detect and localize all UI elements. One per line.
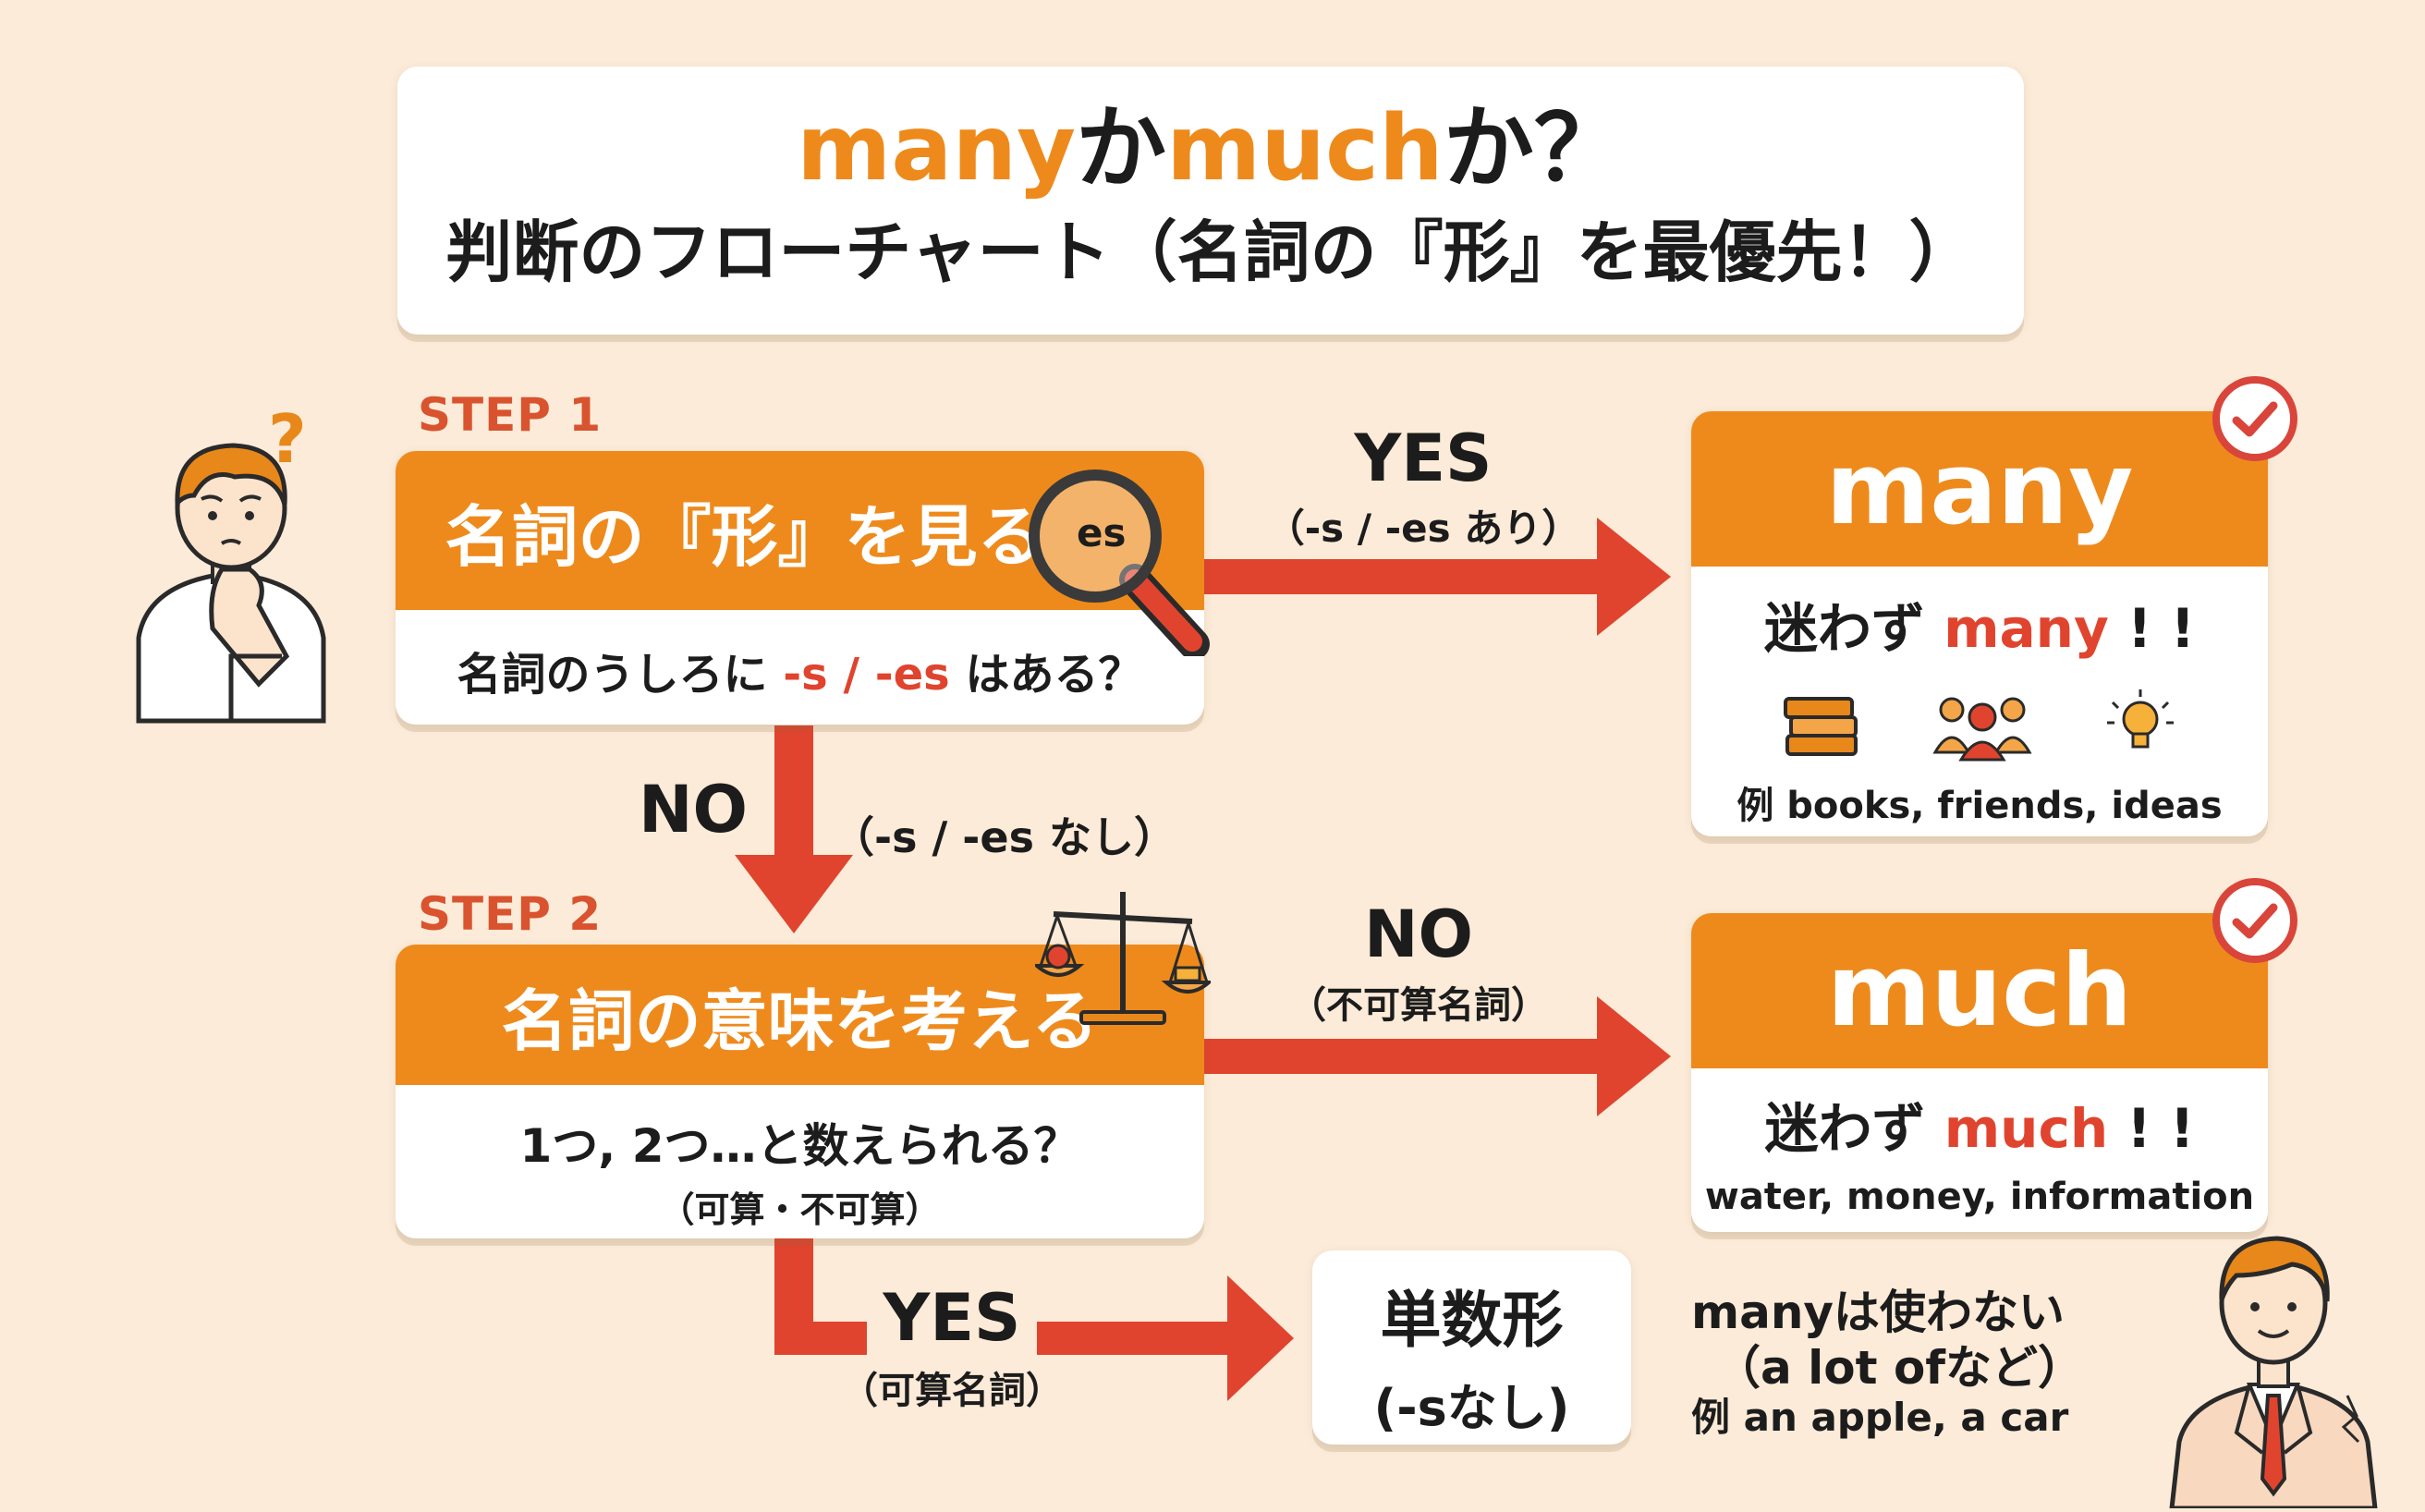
- result-much-pre: 迷わず: [1764, 1097, 1944, 1160]
- title-many: many: [797, 96, 1077, 201]
- note-line1: manyは使わない: [1691, 1286, 2066, 1339]
- result-many-post: ! !: [2108, 597, 2196, 660]
- yes-sub-1: （-s / -es あり）: [1265, 506, 1581, 551]
- result-many-line: 迷わず many ! !: [1691, 585, 2268, 663]
- title-line2: 判断のフローチャート（名詞の『形』を最優先！）: [445, 213, 1976, 291]
- step1-question-pre: 名詞のうしろに: [457, 649, 784, 701]
- people-icon: [1932, 697, 2032, 762]
- step1-label: STEP 1: [418, 388, 603, 442]
- title-line1: manyかmuchか？: [397, 99, 2024, 200]
- note-line3: 例 an apple, a car: [1691, 1395, 2069, 1440]
- step2-question: 1つ, 2つ…と数えられる？: [519, 1119, 1080, 1173]
- check-icon-much: [2211, 876, 2299, 965]
- result-many-pre: 迷わず: [1763, 597, 1944, 660]
- title-much: much: [1166, 96, 1444, 201]
- result-many-card: many 迷わず many ! ! 例 books, friends, i: [1691, 411, 2268, 836]
- title-card: manyかmuchか？ 判断のフローチャート（名詞の『形』を最優先！）: [397, 67, 2024, 335]
- yes-label-2: YES: [883, 1280, 1021, 1356]
- result-many-example: 例 books, friends, ideas: [1736, 785, 2223, 827]
- arrow-step1-to-step2: [735, 726, 853, 933]
- result-much-word-inline: much: [1944, 1097, 2109, 1160]
- step2-heading: 名詞の意味を考える: [501, 982, 1099, 1060]
- result-much-post: ! !: [2108, 1097, 2195, 1160]
- arrow-step1-to-many: [1201, 518, 1671, 636]
- result-much-example: water, money, information: [1704, 1176, 2255, 1218]
- singular-title: 単数形: [1380, 1285, 1564, 1356]
- books-icon: [1784, 697, 1858, 756]
- thinking-person-illustration: ?: [120, 400, 342, 730]
- title-ka-question: か？: [1443, 96, 1625, 201]
- no-label-1: NO: [638, 772, 749, 847]
- arrow-step2-to-much: [1201, 996, 1671, 1116]
- yes-sub-2: （可算名詞）: [841, 1370, 1063, 1412]
- note-line2: （a lot ofなど）: [1714, 1341, 2085, 1395]
- result-much-word: much: [1826, 933, 2133, 1049]
- result-much-head: much: [1691, 913, 2268, 1068]
- yes-label-1: YES: [1354, 421, 1493, 496]
- result-many-word: many: [1825, 431, 2134, 547]
- no-label-2: NO: [1363, 896, 1474, 972]
- arrow-step2-to-singular: [774, 1238, 1294, 1401]
- check-icon-many: [2211, 374, 2299, 463]
- businessman-illustration: [2163, 1211, 2384, 1511]
- magnifier-es: es: [1077, 510, 1127, 555]
- step2-question-sub: （可算・不可算）: [659, 1189, 941, 1230]
- no-sub-2: （不可算名詞）: [1289, 984, 1548, 1027]
- title-ka: か: [1076, 96, 1167, 201]
- step1-question-post: はある？: [949, 649, 1143, 701]
- result-many-word-inline: many: [1944, 597, 2109, 660]
- result-much-card: much 迷わず much ! ! water, money, informat…: [1691, 913, 2268, 1232]
- singular-sub: (-sなし): [1373, 1379, 1570, 1437]
- scales-icon: [1031, 883, 1214, 1030]
- no-sub-1: （-s / -es なし）: [832, 812, 1176, 862]
- result-many-head: many: [1691, 411, 2268, 567]
- step1-question: 名詞のうしろに -s / -es はある？: [396, 638, 1204, 702]
- step1-heading: 名詞の『形』を見る: [445, 497, 1044, 576]
- step1-question-suffix: -s / -es: [783, 649, 950, 701]
- result-many-icons: [1691, 683, 2268, 766]
- step2-label: STEP 2: [418, 887, 603, 941]
- magnifier-icon: es: [1026, 467, 1211, 660]
- lightbulb-icon: [2107, 689, 2174, 749]
- singular-box: 単数形 (-sなし): [1312, 1250, 1631, 1445]
- result-much-line: 迷わず much ! !: [1691, 1085, 2268, 1163]
